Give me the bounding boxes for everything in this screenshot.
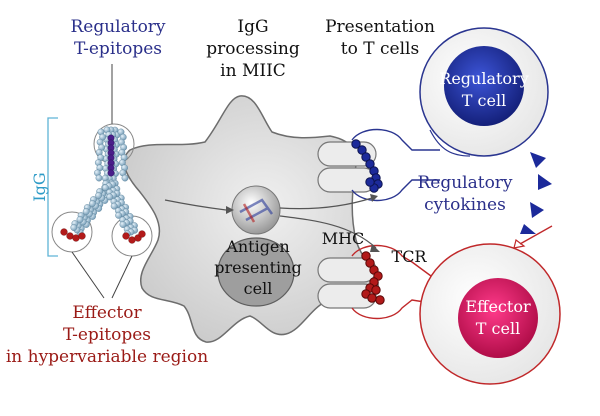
label-tcr: TCR bbox=[391, 247, 427, 266]
label-effector-epitopes: Effector T-epitopes in hypervariable reg… bbox=[5, 303, 209, 367]
label-regulatory-epitopes: Regulatory T-epitopes bbox=[70, 17, 166, 59]
effector-t-cell-nucleus bbox=[458, 278, 538, 358]
label-regulatory-t-cell: Regulatory T cell bbox=[439, 69, 529, 110]
effector-pointer-lines bbox=[71, 251, 133, 299]
igg-bracket bbox=[47, 117, 58, 257]
effector-peptide bbox=[361, 251, 385, 305]
tcr-regulatory bbox=[351, 128, 440, 202]
label-igg-processing: IgG processing in MIIC bbox=[206, 17, 300, 81]
presentation-arrow-upper bbox=[279, 197, 373, 210]
label-mhc: MHC bbox=[321, 229, 365, 248]
label-effector-t-cell: Effector T cell bbox=[465, 297, 531, 338]
apc-nucleus bbox=[217, 237, 295, 307]
uptake-arrow bbox=[164, 199, 227, 211]
regulatory-peptide bbox=[351, 139, 383, 193]
miic-vesicle bbox=[231, 185, 281, 235]
cytokine-arrow-1 bbox=[530, 152, 546, 168]
presentation-arrow-lower bbox=[279, 215, 377, 249]
label-antigen-presenting-cell: Antigen presenting cell bbox=[214, 237, 302, 298]
igg-antibody bbox=[51, 123, 153, 257]
label-presentation: Presentation to T cells bbox=[325, 17, 435, 59]
suppression-arrow bbox=[519, 225, 553, 245]
mhc-lower bbox=[317, 257, 377, 309]
cytokine-arrow-4 bbox=[520, 224, 536, 234]
regulatory-t-cell-nucleus bbox=[444, 46, 524, 126]
tcr-effector bbox=[351, 244, 451, 320]
cytokine-arrow-3 bbox=[530, 202, 544, 218]
label-regulatory-cytokines: Regulatory cytokines bbox=[417, 173, 513, 215]
label-igg: IgG bbox=[30, 172, 49, 202]
cytokine-arrow-2 bbox=[538, 174, 552, 190]
